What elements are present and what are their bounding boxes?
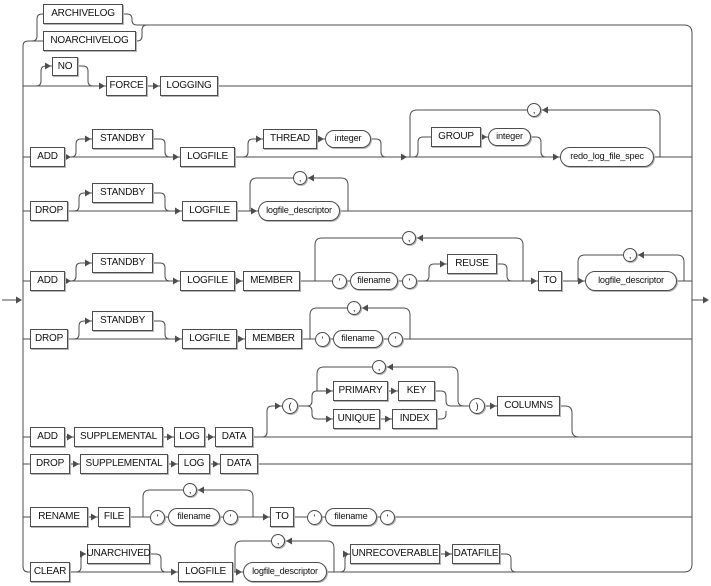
keyword-standby-4: STANDBY xyxy=(92,311,153,331)
variable-redo-log-file-spec: redo_log_file_spec xyxy=(560,147,654,167)
keyword-standby-2: STANDBY xyxy=(92,183,153,203)
row-forcelogging-lines xyxy=(23,65,692,87)
close-paren: ) xyxy=(469,398,485,414)
keyword-thread: THREAD xyxy=(263,129,317,149)
keyword-data-2: DATA xyxy=(220,454,258,474)
variable-integer-2: integer xyxy=(488,128,531,146)
keyword-add-1: ADD xyxy=(30,147,65,167)
keyword-clear: CLEAR xyxy=(30,562,70,582)
quote-delimiter-1: ' xyxy=(332,274,347,289)
keyword-file: FILE xyxy=(98,507,130,527)
keyword-standby-1: STANDBY xyxy=(92,129,153,149)
main-rails xyxy=(2,33,703,573)
keyword-drop-3: DROP xyxy=(30,454,70,474)
comma-separator-6: , xyxy=(372,360,386,374)
keyword-add-3: ADD xyxy=(30,427,65,447)
keyword-archivelog: ARCHIVELOG xyxy=(43,4,123,24)
comma-separator-5: , xyxy=(347,301,361,315)
keyword-group: GROUP xyxy=(431,127,481,147)
keyword-datafile: DATAFILE xyxy=(452,544,500,564)
keyword-force: FORCE xyxy=(106,76,147,96)
loop-arrowheads-left xyxy=(198,106,644,545)
variable-filename-4: filename xyxy=(325,508,377,526)
row-archivelog-lines xyxy=(28,13,693,42)
keyword-data-1: DATA xyxy=(215,427,253,447)
comma-separator-2: , xyxy=(293,171,307,185)
keyword-unique: UNIQUE xyxy=(333,409,380,429)
quote-delimiter-3: ' xyxy=(315,332,330,347)
keyword-drop-1: DROP xyxy=(30,201,68,221)
keyword-logfile-4: LOGFILE xyxy=(182,329,237,349)
quote-delimiter-8: ' xyxy=(380,510,395,525)
keyword-logfile-2: LOGFILE xyxy=(182,201,237,221)
quote-delimiter-7: ' xyxy=(307,510,322,525)
keyword-unrecoverable: UNRECOVERABLE xyxy=(350,544,440,564)
comma-separator-8: , xyxy=(271,534,285,548)
comma-separator-1: , xyxy=(527,103,541,117)
keyword-logfile-5: LOGFILE xyxy=(178,562,233,582)
variable-filename-2: filename xyxy=(333,330,383,348)
keyword-log-1: LOG xyxy=(174,427,205,447)
keyword-supplemental-2: SUPPLEMENTAL xyxy=(80,454,168,474)
keyword-columns: COLUMNS xyxy=(497,396,560,416)
keyword-add-2: ADD xyxy=(30,271,65,291)
quote-delimiter-5: ' xyxy=(150,510,165,525)
keyword-rename: RENAME xyxy=(30,507,88,527)
keyword-no: NO xyxy=(52,57,78,76)
variable-integer-1: integer xyxy=(325,130,371,148)
keyword-supplemental-1: SUPPLEMENTAL xyxy=(74,427,163,447)
keyword-key: KEY xyxy=(398,381,435,401)
comma-separator-7: , xyxy=(183,483,197,497)
quote-delimiter-2: ' xyxy=(402,274,417,289)
keyword-log-2: LOG xyxy=(178,454,210,474)
comma-separator-3: , xyxy=(402,231,416,245)
keyword-to-2: TO xyxy=(270,507,294,527)
variable-filename-3: filename xyxy=(168,508,220,526)
keyword-noarchivelog: NOARCHIVELOG xyxy=(43,31,136,51)
keyword-logfile-1: LOGFILE xyxy=(180,147,235,167)
keyword-drop-2: DROP xyxy=(30,329,68,349)
keyword-logfile-3: LOGFILE xyxy=(180,271,235,291)
variable-logfile-descriptor-3: logfile_descriptor xyxy=(243,562,327,582)
open-paren: ( xyxy=(282,398,298,414)
quote-delimiter-6: ' xyxy=(223,510,238,525)
comma-separator-4: , xyxy=(623,248,637,262)
variable-filename-1: filename xyxy=(350,272,398,290)
keyword-reuse: REUSE xyxy=(447,254,497,274)
keyword-to-1: TO xyxy=(538,271,562,291)
keyword-member-2: MEMBER xyxy=(245,329,302,349)
quote-delimiter-4: ' xyxy=(388,332,403,347)
keyword-primary: PRIMARY xyxy=(333,381,388,401)
keyword-index: INDEX xyxy=(392,409,437,429)
row-droplogfile-lines xyxy=(23,177,692,212)
keyword-member-1: MEMBER xyxy=(243,271,300,291)
keyword-logging: LOGGING xyxy=(160,76,218,96)
keyword-standby-3: STANDBY xyxy=(92,253,153,273)
keyword-unarchived: UNARCHIVED xyxy=(86,544,151,564)
variable-logfile-descriptor-1: logfile_descriptor xyxy=(258,201,340,221)
variable-logfile-descriptor-2: logfile_descriptor xyxy=(585,271,677,291)
